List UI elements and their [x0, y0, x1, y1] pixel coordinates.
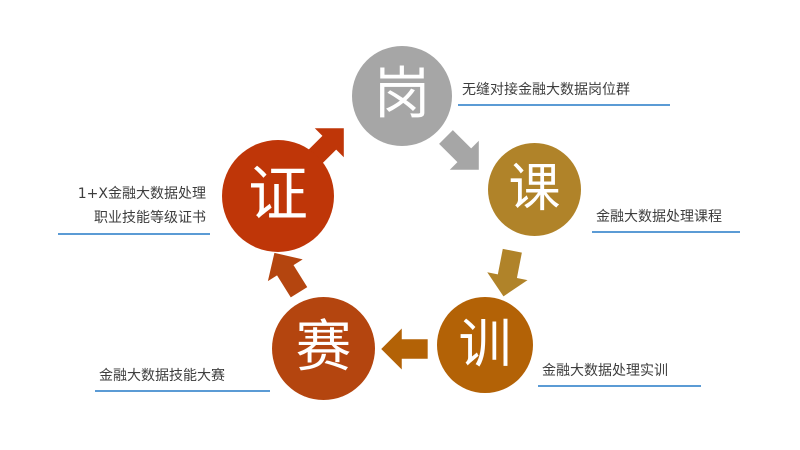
node-zheng-label: 证: [248, 160, 308, 230]
node-sai[interactable]: 赛: [272, 297, 375, 400]
callout-gang: 无缝对接金融大数据岗位群: [458, 80, 670, 107]
node-xun[interactable]: 训: [437, 297, 533, 393]
callout-xun-text: 金融大数据处理实训: [542, 363, 668, 379]
node-sai-label: 赛: [295, 314, 352, 380]
callout-sai-rule: [95, 390, 270, 393]
node-zheng[interactable]: 证: [222, 140, 334, 252]
callout-zheng-text-line1: 1+X金融大数据处理: [77, 186, 206, 202]
arrow-xun-to-sai-icon: [378, 322, 432, 376]
callout-gang-text: 无缝对接金融大数据岗位群: [462, 82, 630, 98]
node-ke[interactable]: 课: [488, 143, 581, 236]
callout-zheng-text-line2: 职业技能等级证书: [94, 210, 206, 227]
node-ke-label: 课: [508, 158, 561, 219]
callout-zheng: 1+X金融大数据处理 职业技能等级证书: [58, 184, 210, 235]
callout-xun: 金融大数据处理实训: [538, 361, 701, 388]
callout-gang-rule: [458, 104, 670, 107]
callout-sai-text: 金融大数据技能大赛: [99, 368, 225, 384]
node-xun-label: 训: [458, 313, 512, 375]
callout-ke: 金融大数据处理课程: [592, 207, 740, 234]
arrow-ke-to-xun-icon: [476, 241, 539, 304]
node-gang-label: 岗: [374, 62, 430, 127]
arrow-sai-to-zheng-icon: [250, 236, 324, 310]
callout-zheng-rule: [58, 232, 210, 235]
callout-sai: 金融大数据技能大赛: [95, 366, 270, 393]
node-gang[interactable]: 岗: [352, 46, 452, 146]
callout-ke-text: 金融大数据处理课程: [596, 209, 722, 225]
arrow-gang-to-ke-icon: [424, 115, 500, 191]
callout-ke-rule: [592, 231, 740, 234]
callout-xun-rule: [538, 385, 701, 388]
